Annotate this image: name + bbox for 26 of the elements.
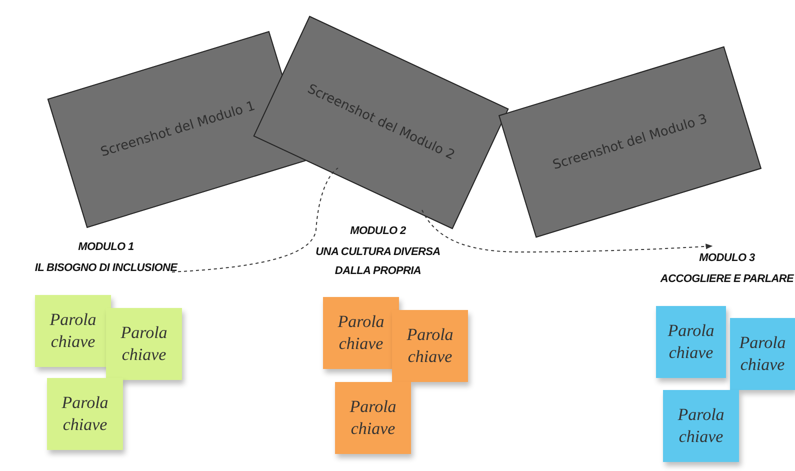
keyword-text: Parola chiave [348, 396, 398, 440]
keyword-text: Parola chiave [48, 309, 98, 353]
keyword-text: Parola chiave [738, 332, 787, 376]
sticky-note [35, 295, 111, 367]
keyword-text: Parola chiave [666, 320, 716, 364]
keyword-text: Parola chiave [120, 322, 168, 366]
module-subtitle: IL BISOGNO DI INCLUSIONE [34, 261, 178, 276]
sticky-note [47, 378, 123, 450]
sticky-note [656, 306, 726, 378]
keyword-text: Parola chiave [336, 311, 386, 355]
dashed-connector [172, 168, 338, 272]
module-title: MODULO 1 [78, 240, 134, 255]
module-subtitle: UNA CULTURA DIVERSA DALLA PROPRIA [314, 245, 442, 279]
module-subtitle: ACCOGLIERE E PARLARE [660, 272, 794, 287]
sticky-note [335, 382, 411, 454]
keyword-text: Parola chiave [406, 324, 454, 368]
sticky-note [663, 390, 739, 462]
sticky-note [392, 310, 468, 382]
dashed-connector [422, 210, 713, 252]
keyword-text: Parola chiave [60, 392, 110, 436]
sticky-note [106, 308, 182, 380]
keyword-text: Parola chiave [676, 404, 726, 448]
sticky-note [323, 297, 399, 369]
module-title: MODULO 3 [699, 251, 755, 266]
sticky-note [730, 318, 795, 390]
module-title: MODULO 2 [350, 224, 406, 239]
